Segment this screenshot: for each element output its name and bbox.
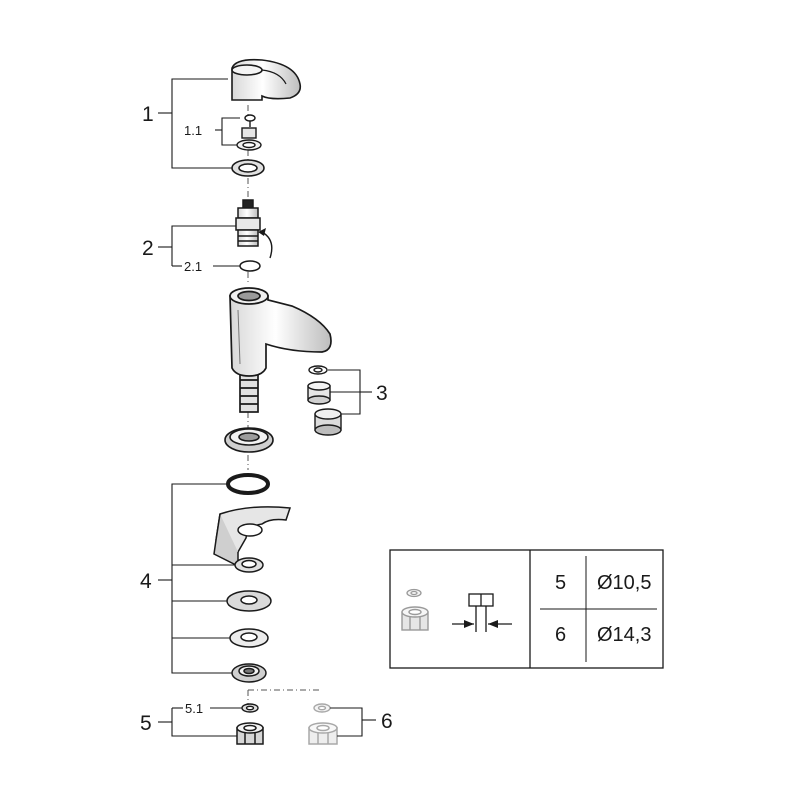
faucet-body-icon bbox=[229, 287, 332, 413]
table-row1-diameter: Ø10,5 bbox=[597, 572, 651, 594]
size-table: 5 Ø10,5 6 Ø14,3 bbox=[389, 549, 664, 669]
callout-1: 1 bbox=[142, 103, 154, 126]
callout-6: 6 bbox=[381, 710, 393, 733]
washer-small-icon bbox=[234, 557, 264, 573]
aerator-icon bbox=[307, 365, 342, 436]
hex-nut-6-icon bbox=[308, 722, 338, 745]
callout-2: 2 bbox=[142, 237, 154, 260]
callout-5: 5 bbox=[140, 712, 152, 735]
callout-5-1: 5.1 bbox=[185, 701, 203, 716]
cartridge-icon bbox=[235, 199, 261, 247]
table-row1-item: 5 bbox=[555, 572, 566, 594]
horseshoe-washer-icon bbox=[213, 506, 292, 568]
gasket-6-icon bbox=[313, 703, 331, 713]
width-measure-icon bbox=[452, 593, 512, 632]
seal-ring-icon bbox=[226, 473, 270, 495]
o-ring-icon bbox=[239, 260, 261, 272]
gasket-5-1-icon bbox=[241, 703, 259, 713]
adapter-icon bbox=[236, 127, 262, 151]
cover-ring-icon bbox=[231, 159, 265, 177]
callout-2-1: 2.1 bbox=[184, 259, 202, 274]
leader-lines-6 bbox=[330, 707, 376, 737]
nut-washer-icon bbox=[231, 663, 267, 683]
callout-1-1: 1.1 bbox=[184, 123, 202, 138]
rotation-arrow-icon bbox=[261, 231, 273, 259]
table-row2-diameter: Ø14,3 bbox=[597, 624, 651, 646]
washer-large-icon bbox=[226, 590, 272, 612]
table-nut-icon bbox=[401, 606, 429, 631]
lever-handle-icon bbox=[231, 58, 302, 101]
callout-4: 4 bbox=[140, 570, 152, 593]
callout-3: 3 bbox=[376, 382, 388, 405]
center-axis bbox=[247, 105, 322, 705]
table-gasket-icon bbox=[406, 588, 422, 598]
table-row2-item: 6 bbox=[555, 624, 566, 646]
screw-icon bbox=[244, 114, 256, 127]
leader-lines bbox=[158, 78, 372, 737]
base-flange-icon bbox=[224, 427, 274, 453]
washer-medium-icon bbox=[229, 628, 269, 648]
hex-nut-5-icon bbox=[236, 722, 264, 745]
